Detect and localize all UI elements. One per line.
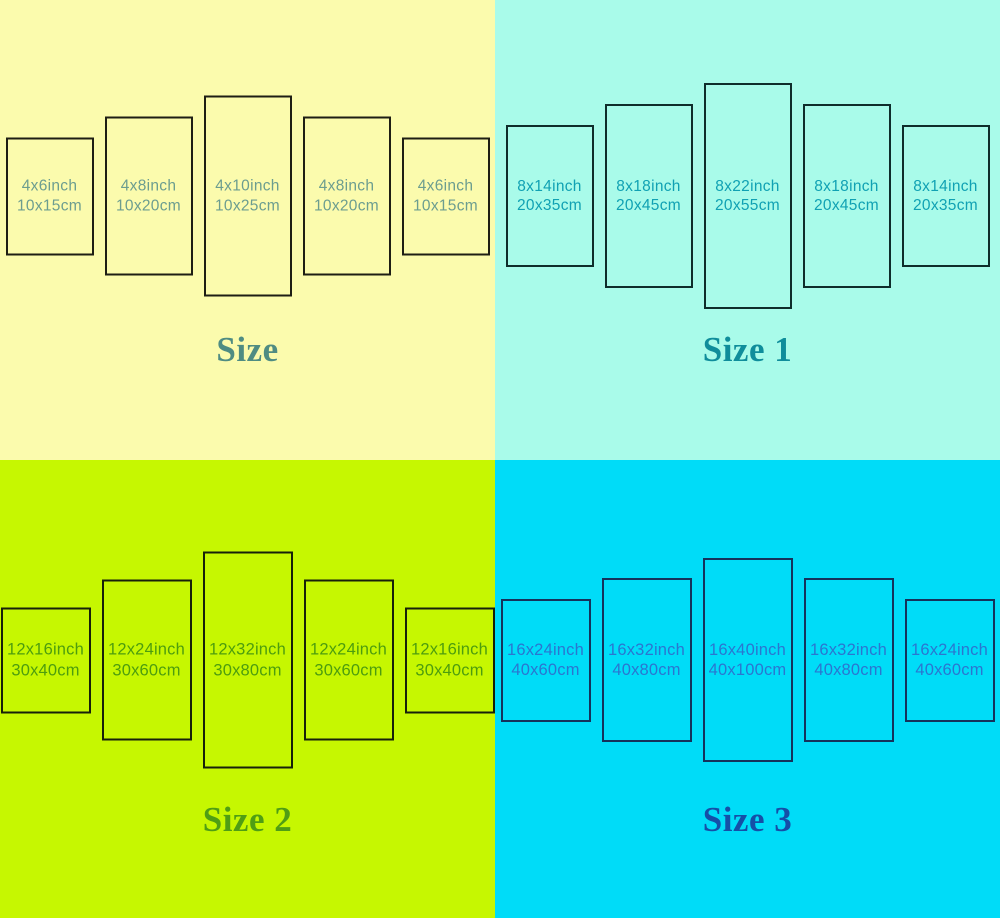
panel-row: 12x16inch 30x40cm 12x24inch 30x60cm 12x3… <box>0 551 495 769</box>
quadrant-title: Size 3 <box>702 800 793 839</box>
quadrant-size: 4x6inch 10x15cm 4x8inch 10x20cm 4x10inch… <box>0 0 495 460</box>
panel-size-inch: 12x24inch <box>309 640 388 659</box>
panel-size-cm: 40x80cm <box>612 661 681 679</box>
panel-size-cm: 40x60cm <box>915 661 984 679</box>
panel-size-cm: 30x40cm <box>415 661 484 679</box>
panel-size-cm: 30x60cm <box>314 661 383 679</box>
panel-size-cm: 40x100cm <box>708 661 787 679</box>
panel-size-inch: 8x14inch <box>517 177 582 195</box>
panel-size-inch: 16x24inch <box>910 640 989 659</box>
panel-size-cm: 20x45cm <box>616 197 681 214</box>
canvas-panel: 16x32inch 40x80cm <box>803 578 894 742</box>
quadrant-size-3: 16x24inch 40x60cm 16x32inch 40x80cm 16x4… <box>495 460 1000 918</box>
panel-size-inch: 12x32inch <box>208 640 287 659</box>
canvas-panel: 12x24inch 30x60cm <box>303 579 394 741</box>
panel-size-cm: 10x20cm <box>314 197 379 214</box>
canvas-panel: 16x32inch 40x80cm <box>601 578 692 742</box>
panel-size-cm: 30x40cm <box>11 661 80 679</box>
canvas-panel: 16x40inch 40x100cm <box>702 558 793 762</box>
panel-size-cm: 30x60cm <box>112 661 181 679</box>
panel-size-inch: 12x16inch <box>410 640 489 659</box>
panel-size-inch: 4x8inch <box>120 177 177 195</box>
canvas-panel: 4x8inch 10x20cm <box>302 116 391 276</box>
panel-size-cm: 20x35cm <box>517 197 582 214</box>
panel-size-cm: 10x15cm <box>17 197 82 214</box>
panel-size-inch: 4x10inch <box>215 177 280 195</box>
panel-size-cm: 40x80cm <box>814 661 883 679</box>
quadrant-title: Size 1 <box>702 330 793 369</box>
quadrant-title: Size 2 <box>202 800 293 839</box>
panel-size-inch: 8x22inch <box>715 177 780 195</box>
panel-size-inch: 16x32inch <box>607 640 686 659</box>
quadrant-size-2: 12x16inch 30x40cm 12x24inch 30x60cm 12x3… <box>0 460 495 918</box>
panel-size-inch: 12x16inch <box>6 640 85 659</box>
canvas-panel: 4x6inch 10x15cm <box>5 137 94 255</box>
canvas-panel: 4x8inch 10x20cm <box>104 116 193 276</box>
canvas-panel: 16x24inch 40x60cm <box>500 598 591 722</box>
canvas-panel: 12x24inch 30x60cm <box>101 579 192 741</box>
canvas-panel: 8x18inch 20x45cm <box>604 104 693 288</box>
panel-size-cm: 20x35cm <box>913 197 978 214</box>
canvas-panel: 8x18inch 20x45cm <box>802 104 891 288</box>
panel-row: 8x14inch 20x35cm 8x18inch 20x45cm 8x22in… <box>495 83 1000 309</box>
panel-size-cm: 40x60cm <box>511 661 580 679</box>
panel-size-cm: 20x45cm <box>814 197 879 214</box>
quadrant-title: Size <box>216 330 279 369</box>
panel-size-inch: 8x18inch <box>616 177 681 195</box>
panel-size-inch: 16x40inch <box>708 640 787 659</box>
panel-size-inch: 16x24inch <box>506 640 585 659</box>
canvas-panel: 12x16inch 30x40cm <box>404 607 495 713</box>
panel-size-cm: 10x15cm <box>413 197 478 214</box>
panel-size-inch: 4x8inch <box>318 177 375 195</box>
panel-row: 4x6inch 10x15cm 4x8inch 10x20cm 4x10inch… <box>0 95 495 297</box>
canvas-panel: 12x32inch 30x80cm <box>202 551 293 769</box>
panel-size-inch: 12x24inch <box>107 640 186 659</box>
panel-size-inch: 8x18inch <box>814 177 879 195</box>
panel-size-cm: 10x25cm <box>215 197 280 214</box>
canvas-panel: 4x6inch 10x15cm <box>401 137 490 255</box>
panel-size-cm: 20x55cm <box>715 197 780 214</box>
canvas-panel: 4x10inch 10x25cm <box>203 95 292 297</box>
panel-size-inch: 16x32inch <box>809 640 888 659</box>
panel-size-inch: 4x6inch <box>21 177 78 195</box>
panel-size-inch: 4x6inch <box>417 177 474 195</box>
canvas-panel: 8x22inch 20x55cm <box>703 83 792 309</box>
quadrant-size-1: 8x14inch 20x35cm 8x18inch 20x45cm 8x22in… <box>495 0 1000 460</box>
panel-size-cm: 10x20cm <box>116 197 181 214</box>
canvas-panel: 16x24inch 40x60cm <box>904 598 995 722</box>
canvas-panel: 8x14inch 20x35cm <box>901 125 990 267</box>
canvas-panel: 8x14inch 20x35cm <box>505 125 594 267</box>
panel-size-cm: 30x80cm <box>213 661 282 679</box>
canvas-panel: 12x16inch 30x40cm <box>0 607 91 713</box>
panel-size-inch: 8x14inch <box>913 177 978 195</box>
panel-row: 16x24inch 40x60cm 16x32inch 40x80cm 16x4… <box>495 558 1000 762</box>
